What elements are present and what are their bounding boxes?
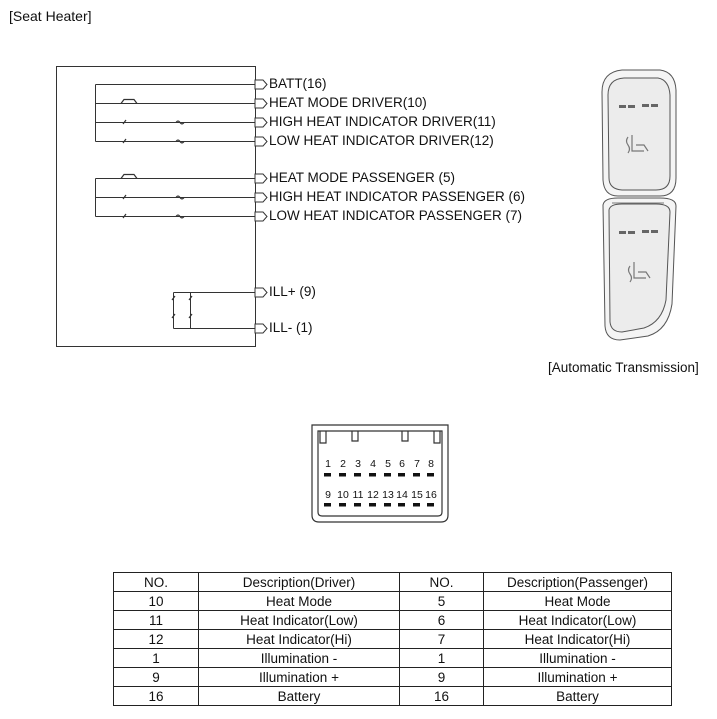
pin-label-low-heat-passenger: LOW HEAT INDICATOR PASSENGER (7) xyxy=(269,208,523,223)
table-row: 9 Illumination + 9 Illumination + xyxy=(113,667,672,687)
table-cell: Heat Mode xyxy=(483,591,672,611)
illustration-caption: [Automatic Transmission] xyxy=(548,360,699,375)
table-cell: 10 xyxy=(113,591,199,611)
connector-pin-number: 2 xyxy=(340,458,346,470)
table-cell: 11 xyxy=(113,610,199,630)
switch-passenger-mode xyxy=(120,173,138,179)
table-row: 10 Heat Mode 5 Heat Mode xyxy=(113,591,672,611)
connector-pin-number: 7 xyxy=(414,458,420,470)
table-cell: Illumination + xyxy=(483,667,672,687)
connector-pin-number: 16 xyxy=(425,489,437,501)
table-cell: 6 xyxy=(399,610,484,630)
pin-label-heat-mode-passenger: HEAT MODE PASSENGER (5) xyxy=(269,170,456,185)
table-cell: 9 xyxy=(113,667,199,687)
header-description-driver: Description(Driver) xyxy=(198,572,400,592)
lamp-ill-left xyxy=(171,295,176,319)
table-cell: 16 xyxy=(399,686,484,706)
header-no-passenger: NO. xyxy=(399,572,484,592)
switch-driver-mode xyxy=(120,98,138,104)
pin-label-high-heat-driver: HIGH HEAT INDICATOR DRIVER(11) xyxy=(269,114,496,129)
table-cell: 1 xyxy=(113,648,199,668)
table-cell: Heat Indicator(Low) xyxy=(198,610,400,630)
switch-panel-illustration xyxy=(601,69,677,341)
connector-face xyxy=(311,424,449,523)
led-passenger-low xyxy=(122,213,185,219)
pin-label-low-heat-driver: LOW HEAT INDICATOR DRIVER(12) xyxy=(269,133,494,148)
led-driver-low xyxy=(122,138,185,144)
table-cell: Illumination - xyxy=(198,648,400,668)
led-driver-high xyxy=(122,119,185,125)
table-cell: 9 xyxy=(399,667,484,687)
page-title: [Seat Heater] xyxy=(9,8,92,24)
pin-label-ill-minus: ILL- (1) xyxy=(269,320,313,335)
led-passenger-high xyxy=(122,194,185,200)
table-cell: Battery xyxy=(483,686,672,706)
connector-pin-number: 4 xyxy=(370,458,376,470)
table-cell: Heat Indicator(Low) xyxy=(483,610,672,630)
table-cell: Illumination + xyxy=(198,667,400,687)
table-cell: 12 xyxy=(113,629,199,649)
table-cell: Heat Indicator(Hi) xyxy=(483,629,672,649)
connector-pin-number: 8 xyxy=(428,458,434,470)
table-cell: 16 xyxy=(113,686,199,706)
table-row: 11 Heat Indicator(Low) 6 Heat Indicator(… xyxy=(113,610,672,630)
connector-pin-number: 11 xyxy=(352,489,364,501)
table-row: 1 Illumination - 1 Illumination - xyxy=(113,648,672,668)
table-cell: Illumination - xyxy=(483,648,672,668)
header-description-passenger: Description(Passenger) xyxy=(483,572,672,592)
table-row: 16 Battery 16 Battery xyxy=(113,686,672,706)
pin-label-high-heat-passenger: HIGH HEAT INDICATOR PASSENGER (6) xyxy=(269,189,526,204)
pin-label-ill-plus: ILL+ (9) xyxy=(269,284,316,299)
lamp-ill-right xyxy=(188,295,193,319)
module-box xyxy=(56,66,256,347)
pin-label-heat-mode-driver: HEAT MODE DRIVER(10) xyxy=(269,95,427,110)
table-cell: Battery xyxy=(198,686,400,706)
table-row: 12 Heat Indicator(Hi) 7 Heat Indicator(H… xyxy=(113,629,672,649)
connector-pins xyxy=(324,473,434,507)
table-cell: Heat Indicator(Hi) xyxy=(198,629,400,649)
table-cell: Heat Mode xyxy=(198,591,400,611)
connector-pin-number: 1 xyxy=(325,458,331,470)
table-cell: 5 xyxy=(399,591,484,611)
pin-description-table: NO. Description(Driver) NO. Description(… xyxy=(113,572,672,706)
connector-pin-number: 9 xyxy=(325,489,331,501)
connector-pin-number: 5 xyxy=(385,458,391,470)
connector-pin-number: 3 xyxy=(355,458,361,470)
connector-pin-number: 12 xyxy=(367,489,379,501)
connector-pin-number: 14 xyxy=(396,489,408,501)
seat-icon xyxy=(625,135,651,283)
connector-pin-number: 13 xyxy=(382,489,394,501)
table-cell: 1 xyxy=(399,648,484,668)
connector-pin-number: 10 xyxy=(337,489,349,501)
table-header-row: NO. Description(Driver) NO. Description(… xyxy=(113,572,672,592)
header-no-driver: NO. xyxy=(113,572,199,592)
pin-label-batt: BATT(16) xyxy=(269,76,327,91)
connector-pin-number: 6 xyxy=(399,458,405,470)
table-cell: 7 xyxy=(399,629,484,649)
connector-pin-number: 15 xyxy=(411,489,423,501)
